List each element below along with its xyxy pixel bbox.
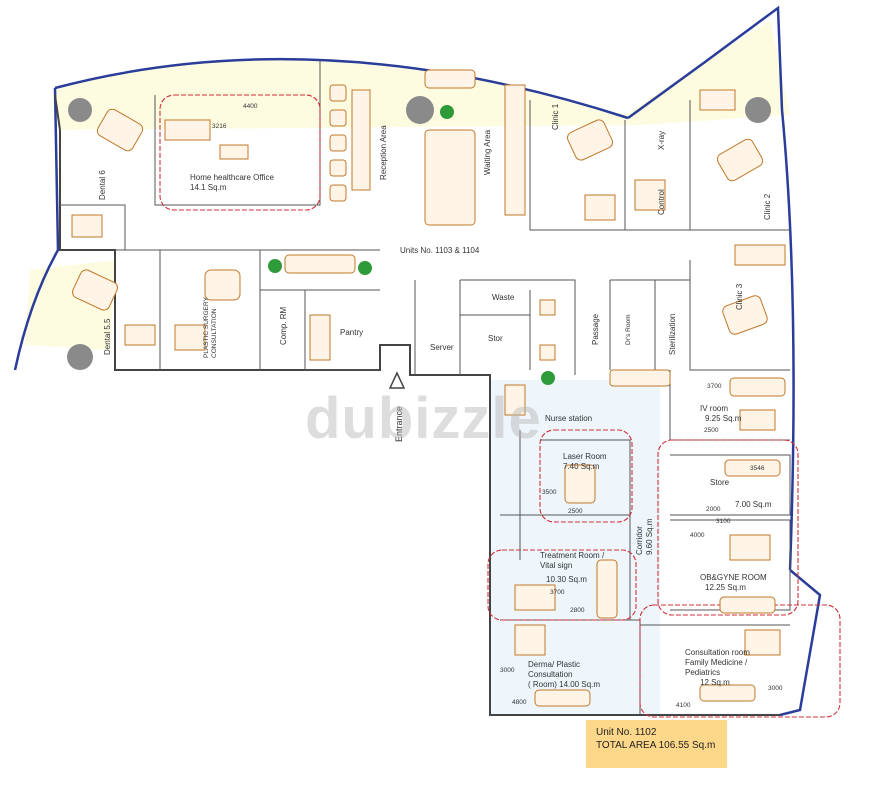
column [67,344,93,370]
label-sterilization: Sterilization [668,314,677,355]
revision-cloud [159,94,321,211]
label-derma: Derma/ Plastic [528,660,580,669]
label-consultation-ped: Pediatrics [685,668,720,677]
outer-wall-nw [54,94,61,131]
east-facade [627,5,795,571]
north-facade [54,57,629,120]
label-derma-area: ( Room) 14.00 Sq.m [528,680,600,689]
total-area: TOTAL AREA 106.55 Sq.m [596,740,716,751]
dim-2800: 2800 [570,607,585,614]
dim-3216: 3216 [212,123,227,130]
label-treatment-area: 10.30 Sq.m [546,575,587,584]
label-consultation-fm: Family Medicine / [685,658,748,667]
dim-3700: 3700 [707,383,722,390]
revision-cloud [539,429,633,523]
label-waiting: Waiting Area [483,129,492,175]
label-entrance: Entrance [394,406,404,442]
dim-3000: 3000 [500,667,515,674]
dim-4800: 4800 [512,699,527,706]
dim-2500: 2500 [704,427,719,434]
label-comp-rm: Comp. RM [279,306,288,345]
label-stor: Stor [488,334,503,343]
label-corridor: Corridor [635,526,644,555]
dim-3000b: 3000 [768,685,783,692]
dim-4100: 4100 [676,702,691,709]
label-derma-sub: Consultation [528,670,572,679]
label-clinic1: Clinic 1 [551,103,560,130]
dim-4400: 4400 [243,103,258,110]
label-consultation-area: 12 Sq.m [700,678,730,687]
dimensions: 4400 3216 3700 2500 3546 3500 2500 2000 … [212,103,783,709]
dim-2000: 2000 [706,506,721,513]
interior-walls [60,60,791,715]
plants [268,105,555,385]
watermark: dubizzle [305,386,542,451]
label-treatment-sub: Vital sign [540,561,572,570]
outer-wall-south [59,130,780,716]
label-dental55: Dental 5.5 [103,318,112,355]
label-clinic3: Clinic 3 [735,283,744,310]
label-home-office: Home healthcare Office [190,173,274,182]
label-xray: X-ray [657,131,666,150]
label-iv-room: IV room [700,404,728,413]
dim-3100: 3100 [716,518,731,525]
unit-number: Unit No. 1102 [596,727,657,738]
label-control: Control [657,189,666,215]
dim-3500: 3500 [542,489,557,496]
dim-3546: 3546 [750,465,765,472]
label-units: Units No. 1103 & 1104 [400,246,480,255]
entrance-arrow-icon [388,371,406,389]
label-waste: Waste [492,293,515,302]
label-obgyne-area: 12.25 Sq.m [705,583,746,592]
label-clinic2: Clinic 2 [763,193,772,220]
label-laser-room-area: 7.40 Sq.m [563,462,600,471]
label-pantry: Pantry [340,328,363,337]
revision-cloud [657,439,799,616]
column [406,96,434,124]
label-plastic-consultation: CONSULTATION [211,308,218,358]
upper-zone-fill [55,20,790,130]
label-corridor-area: 9.60 Sq.m [645,518,654,555]
label-obgyne: OB&GYNE ROOM [700,573,767,582]
dim-4000: 4000 [690,532,705,539]
column [745,97,771,123]
label-passage: Passage [591,313,600,345]
label-reception: Reception Area [379,125,388,180]
label-iv-room-area: 9.25 Sq.m [705,414,742,423]
label-laser-room: Laser Room [563,452,607,461]
label-consultation: Consultation room [685,648,750,657]
label-home-office-area: 14.1 Sq.m [190,183,227,192]
revision-cloud [487,549,637,621]
label-store: Store [710,478,730,487]
south-east-facade [779,569,822,717]
unit-summary-box: Unit No. 1102 TOTAL AREA 106.55 Sq.m [586,720,727,768]
west-facade [13,87,60,371]
label-store-area: 7.00 Sq.m [735,500,772,509]
label-drs-room: Dr's Room [625,315,632,346]
dim-2500b: 2500 [568,508,583,515]
label-treatment: Treatment Room / [540,551,605,560]
label-server: Server [430,343,454,352]
column [68,98,92,122]
label-dental6: Dental 6 [98,170,107,200]
dim-3700b: 3700 [550,589,565,596]
label-nurse-station: Nurse station [545,414,592,423]
label-plastic-surgery: PLASTIC SURGERY [203,296,210,358]
furniture [71,69,786,707]
